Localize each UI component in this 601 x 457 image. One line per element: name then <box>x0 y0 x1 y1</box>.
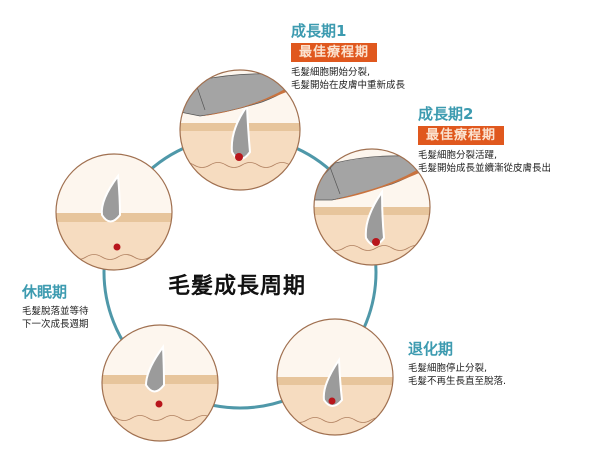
desc-line: 毛髮開始在皮膚中重新成長 <box>291 80 406 91</box>
follicle-dot-icon <box>155 400 163 408</box>
best-treatment-badge: 最佳療程期 <box>291 43 378 62</box>
desc-line: 毛髮細胞開始分裂, <box>291 67 371 78</box>
stage-title: 休眠期 <box>22 283 68 301</box>
stage-illustration-telogen-bottom <box>101 324 219 442</box>
hair-shaft-icon <box>322 356 344 407</box>
hair-shaft-icon <box>100 173 122 223</box>
stage-label-anagen-1: 成長期1 最佳療程期 毛髮細胞開始分裂, 毛髮開始在皮膚中重新成長 <box>291 22 405 92</box>
stage-description: 毛髮細胞開始分裂, 毛髮開始在皮膚中重新成長 <box>291 66 405 92</box>
follicle-dot-icon <box>113 243 121 251</box>
stage-illustration-anagen-2 <box>313 148 431 266</box>
diagram-title: 毛髮成長周期 <box>168 274 307 299</box>
stage-illustration-anagen-1 <box>179 69 301 191</box>
stage-illustration-catagen <box>276 318 394 436</box>
best-treatment-badge: 最佳療程期 <box>418 126 505 145</box>
stage-label-telogen: 休眠期 毛髮脫落並等待 下一次成長週期 <box>22 283 89 331</box>
stage-illustration-telogen <box>55 153 173 271</box>
desc-line: 毛髮細胞分裂活躍, <box>418 150 498 161</box>
follicle-dot-icon <box>328 397 336 405</box>
stage-label-catagen: 退化期 毛髮細胞停止分裂, 毛髮不再生長直至脫落. <box>408 340 506 388</box>
follicle-dot-icon <box>372 238 380 246</box>
desc-line: 毛髮脫落並等待 <box>22 306 89 317</box>
hair-shaft-icon <box>144 344 166 393</box>
desc-line: 毛髮細胞停止分裂, <box>408 363 488 374</box>
follicle-dot-icon <box>235 153 243 161</box>
stage-title: 成長期2 <box>418 105 474 123</box>
desc-line: 下一次成長週期 <box>22 319 89 330</box>
stage-label-anagen-2: 成長期2 最佳療程期 毛髮細胞分裂活躍, 毛髮開始成長並續漸從皮膚長出 <box>418 105 551 175</box>
desc-line: 毛髮不再生長直至脫落. <box>408 376 507 387</box>
stage-description: 毛髮細胞分裂活躍, 毛髮開始成長並續漸從皮膚長出 <box>418 149 551 175</box>
desc-line: 毛髮開始成長並續漸從皮膚長出 <box>418 163 552 174</box>
stage-title: 成長期1 <box>291 22 347 40</box>
stage-title: 退化期 <box>408 340 454 358</box>
stage-description: 毛髮脫落並等待 下一次成長週期 <box>22 305 89 331</box>
stage-description: 毛髮細胞停止分裂, 毛髮不再生長直至脫落. <box>408 362 506 388</box>
